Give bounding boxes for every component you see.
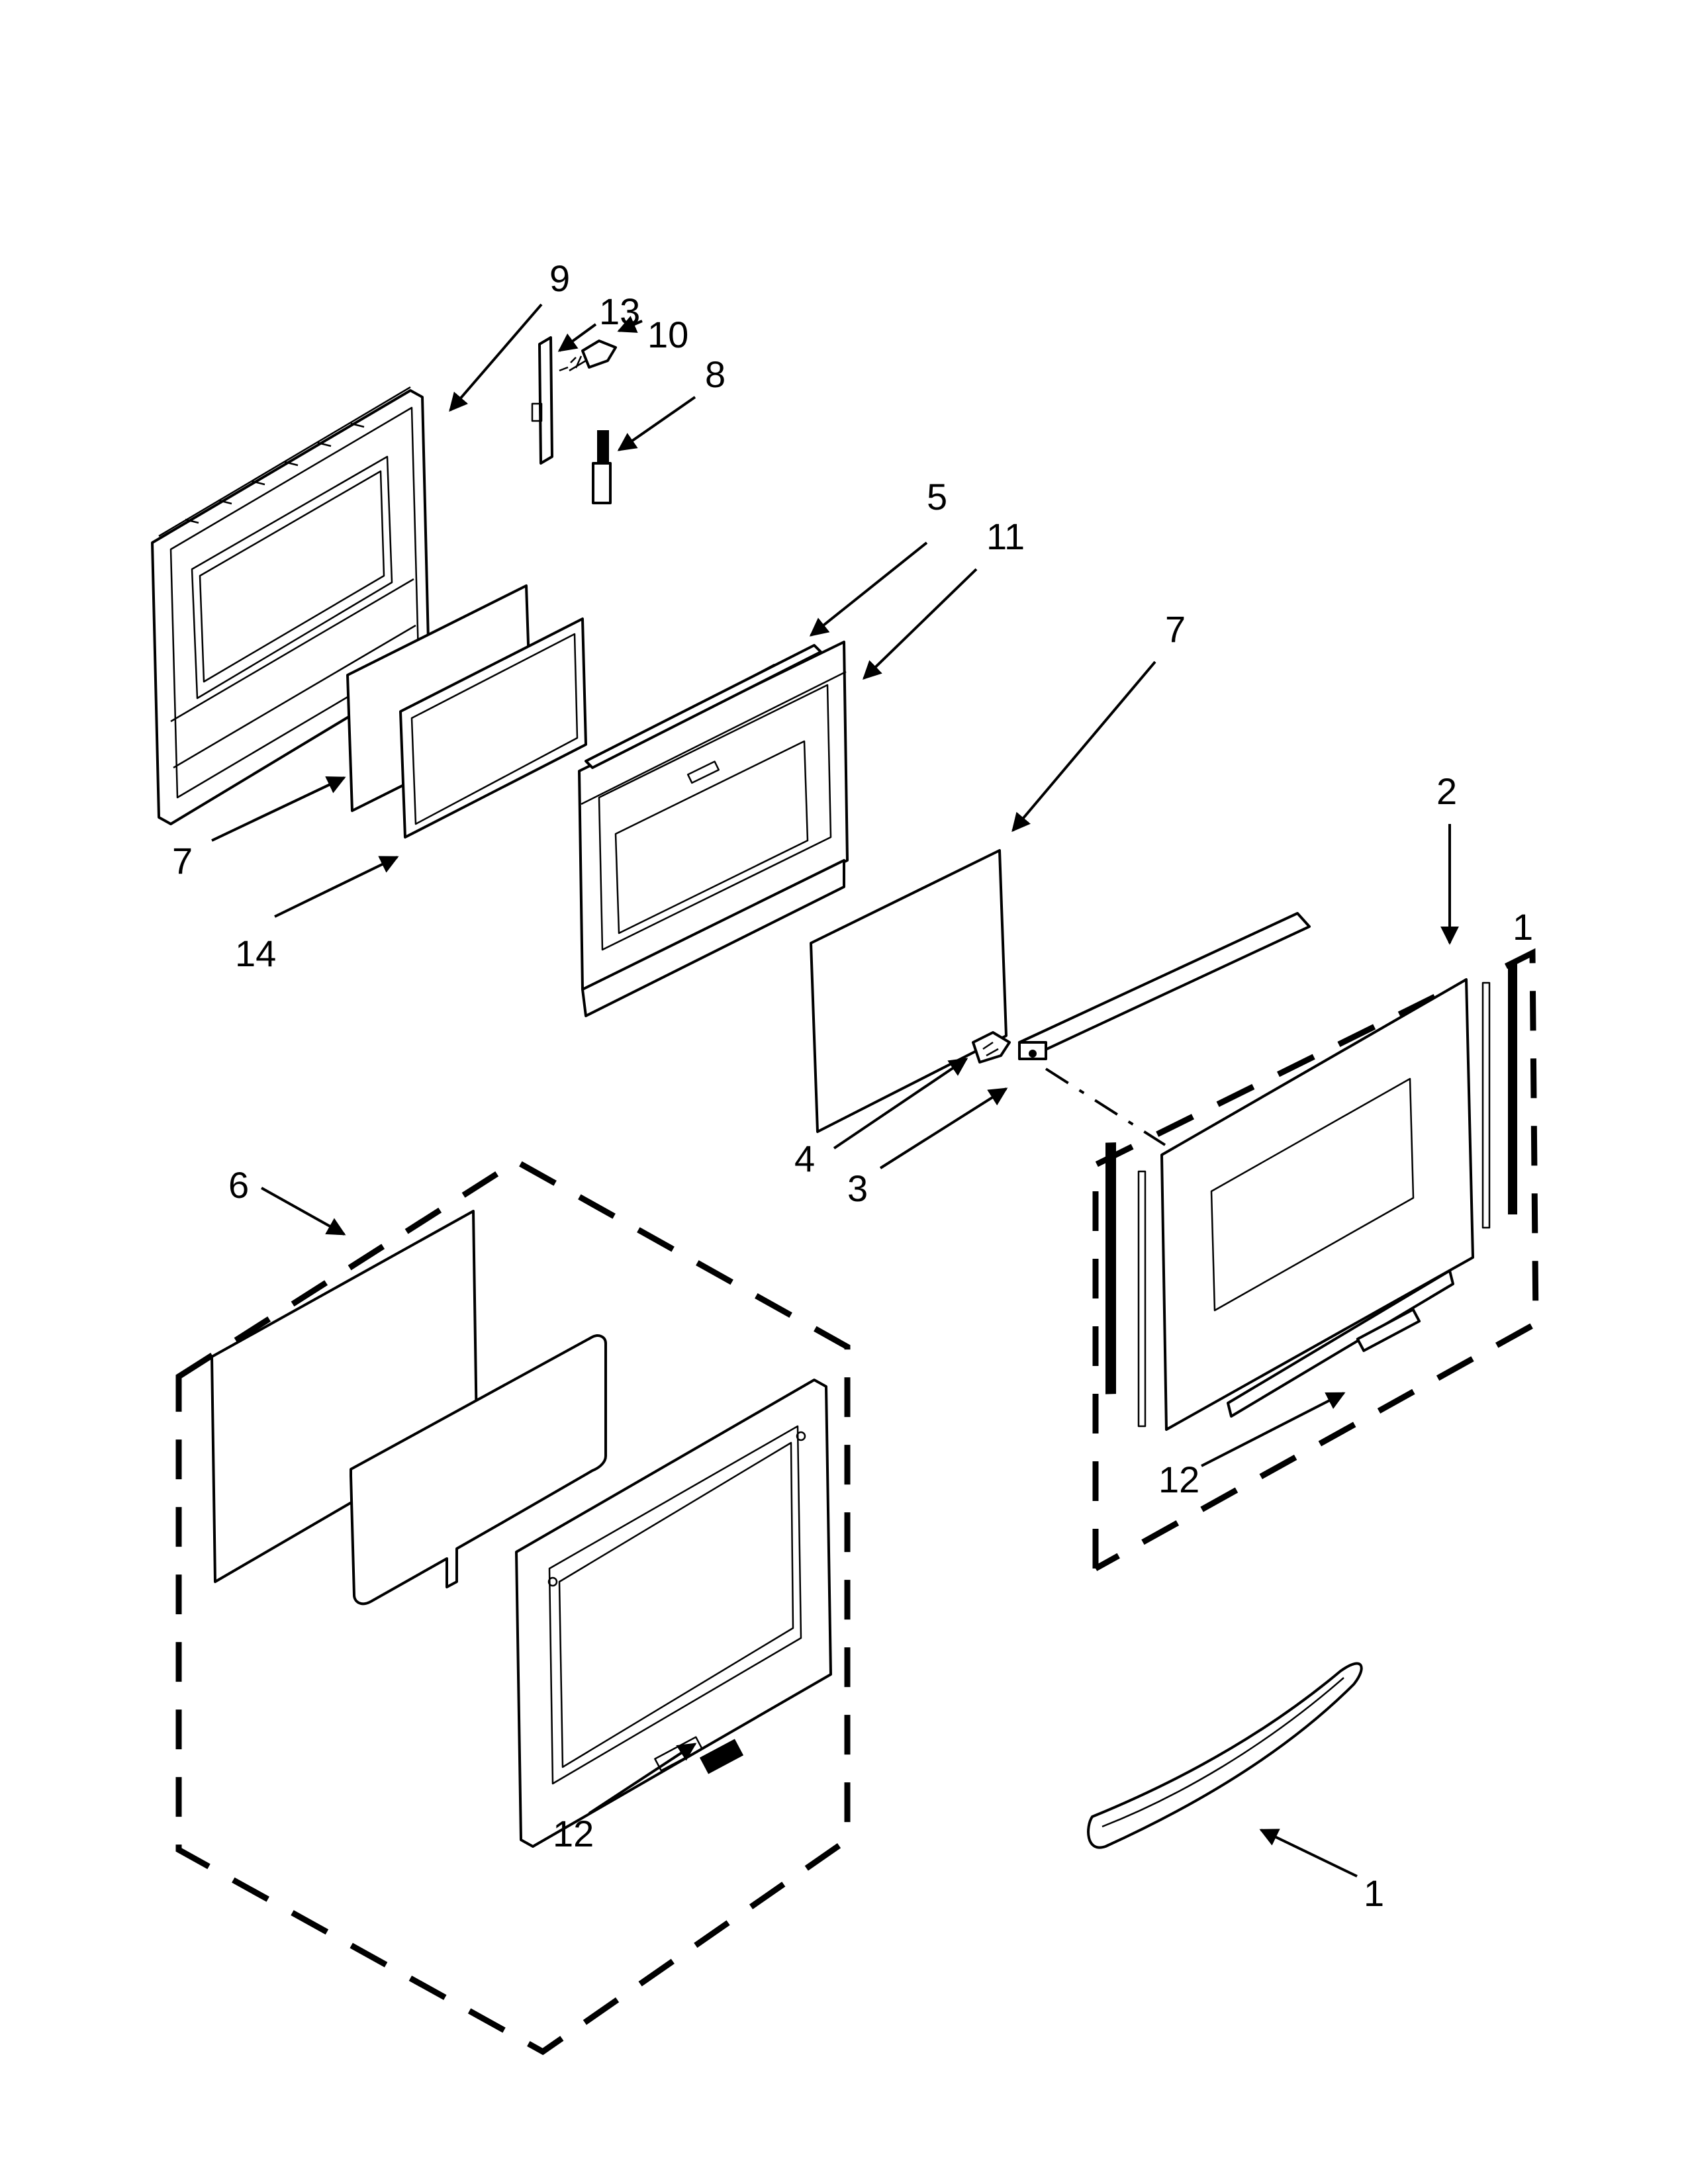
label-6: 6 — [228, 1164, 249, 1206]
hinge-bracket-part-13 — [531, 336, 553, 465]
door-glass-part-7-middle — [810, 849, 1008, 1133]
label-1-assembly: 1 — [1513, 906, 1533, 948]
label-14: 14 — [235, 933, 276, 974]
handle-screw-part-4 — [972, 1031, 1011, 1064]
inner-door-panel-part-9 — [151, 386, 430, 825]
label-7-upper: 7 — [172, 840, 193, 882]
label-9: 9 — [549, 257, 570, 299]
part-labels: 9 13 10 8 5 11 7 2 1 7 14 4 3 6 12 12 1 — [172, 257, 1533, 1914]
door-liner-bottom — [581, 859, 845, 1017]
label-4: 4 — [794, 1138, 815, 1179]
label-8: 8 — [705, 353, 726, 395]
door-top-channel-part-5 — [585, 644, 822, 769]
label-10: 10 — [647, 314, 688, 355]
label-12-right: 12 — [1158, 1459, 1199, 1500]
label-7-middle: 7 — [1165, 608, 1186, 650]
glass-frame-part-14 — [399, 617, 587, 839]
label-3: 3 — [847, 1167, 868, 1209]
leader-lines — [211, 303, 1459, 1878]
label-1-handle: 1 — [1364, 1872, 1384, 1914]
label-13: 13 — [599, 291, 640, 332]
label-12-left: 12 — [553, 1813, 594, 1854]
outer-door-panel-assembly-part-6 — [175, 1158, 851, 2056]
door-hinge-channel-part-3 — [1018, 912, 1311, 1060]
label-5: 5 — [927, 476, 947, 518]
door-latch-part-8 — [592, 430, 612, 504]
screw-part-10 — [559, 340, 617, 372]
label-11: 11 — [986, 516, 1025, 557]
label-2: 2 — [1436, 770, 1457, 812]
outer-door-assembly-part-2 — [1092, 948, 1539, 1571]
door-handle-part-1 — [1087, 1662, 1363, 1849]
